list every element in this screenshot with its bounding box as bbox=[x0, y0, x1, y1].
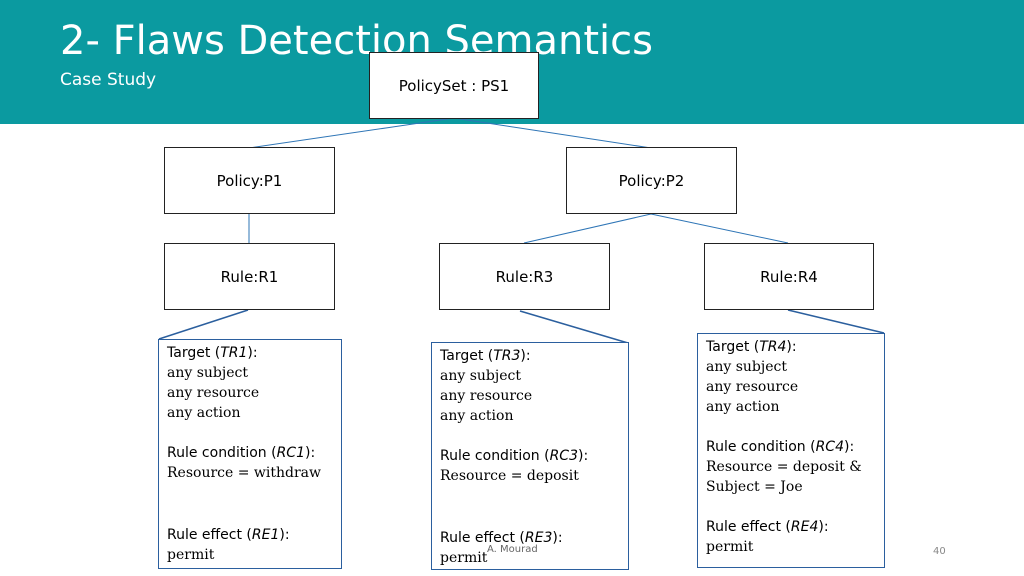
r3-target-subject: any subject bbox=[440, 368, 521, 384]
r1-target-subject: any subject bbox=[167, 365, 248, 381]
r4-effect-heading: Rule effect (RE4): bbox=[706, 519, 829, 535]
r3-target-action: any action bbox=[440, 408, 514, 424]
policy-p2-node: Policy:P2 bbox=[566, 147, 737, 214]
r1-effect-heading: Rule effect (RE1): bbox=[167, 527, 290, 543]
policy-p2-label: Policy:P2 bbox=[618, 171, 685, 190]
r4-effect-value: permit bbox=[706, 539, 754, 555]
slide-subtitle: Case Study bbox=[60, 70, 157, 90]
rule-r4-node: Rule:R4 bbox=[704, 243, 874, 310]
callout-r4-right bbox=[787, 309, 885, 334]
rule-r4-label: Rule:R4 bbox=[760, 267, 818, 286]
footer-author: A. Mourad bbox=[487, 544, 538, 555]
r4-target-heading: Target (TR4): bbox=[706, 339, 797, 355]
r1-target-resource: any resource bbox=[167, 385, 260, 401]
edge-ps1-p1 bbox=[248, 117, 455, 149]
r4-condition-value-2: Subject = Joe bbox=[706, 479, 803, 495]
r1-condition-heading: Rule condition (RC1): bbox=[167, 445, 316, 461]
rule-r3-node: Rule:R3 bbox=[439, 243, 610, 310]
callout-r3-right bbox=[519, 310, 629, 344]
r4-target-action: any action bbox=[706, 399, 780, 415]
r1-effect-value: permit bbox=[167, 547, 215, 563]
policyset-ps1-label: PolicySet : PS1 bbox=[398, 76, 510, 95]
rule-r3-details: Target (TR3): any subject any resource a… bbox=[431, 342, 629, 570]
page-number: 40 bbox=[933, 546, 946, 557]
r1-target-heading: Target (TR1): bbox=[167, 345, 258, 361]
r3-target-heading: Target (TR3): bbox=[440, 348, 531, 364]
policyset-ps1-node: PolicySet : PS1 bbox=[369, 52, 539, 119]
rule-r3-label: Rule:R3 bbox=[495, 267, 554, 286]
r3-target-resource: any resource bbox=[440, 388, 533, 404]
r4-condition-value-1: Resource = deposit & bbox=[706, 459, 862, 475]
rule-r1-label: Rule:R1 bbox=[220, 267, 279, 286]
r3-condition-heading: Rule condition (RC3): bbox=[440, 448, 589, 464]
r3-effect-heading: Rule effect (RE3): bbox=[440, 530, 563, 546]
callout-r1-left bbox=[158, 309, 249, 340]
r3-condition-value: Resource = deposit bbox=[440, 468, 579, 484]
rule-r1-node: Rule:R1 bbox=[164, 243, 335, 310]
rule-r1-details: Target (TR1): any subject any resource a… bbox=[158, 339, 342, 569]
r1-condition-value: Resource = withdraw bbox=[167, 465, 321, 481]
policy-p1-node: Policy:P1 bbox=[164, 147, 335, 214]
policy-p1-label: Policy:P1 bbox=[216, 171, 283, 190]
rule-r4-details: Target (TR4): any subject any resource a… bbox=[697, 333, 885, 568]
r4-target-resource: any resource bbox=[706, 379, 799, 395]
edge-ps1-p2 bbox=[453, 117, 652, 149]
edge-p2-r3 bbox=[523, 213, 652, 244]
r1-target-action: any action bbox=[167, 405, 241, 421]
slide-title: 2- Flaws Detection Semantics bbox=[60, 18, 653, 64]
edge-p2-r4 bbox=[650, 213, 789, 244]
r4-condition-heading: Rule condition (RC4): bbox=[706, 439, 855, 455]
r4-target-subject: any subject bbox=[706, 359, 787, 375]
r3-effect-value: permit bbox=[440, 550, 488, 566]
